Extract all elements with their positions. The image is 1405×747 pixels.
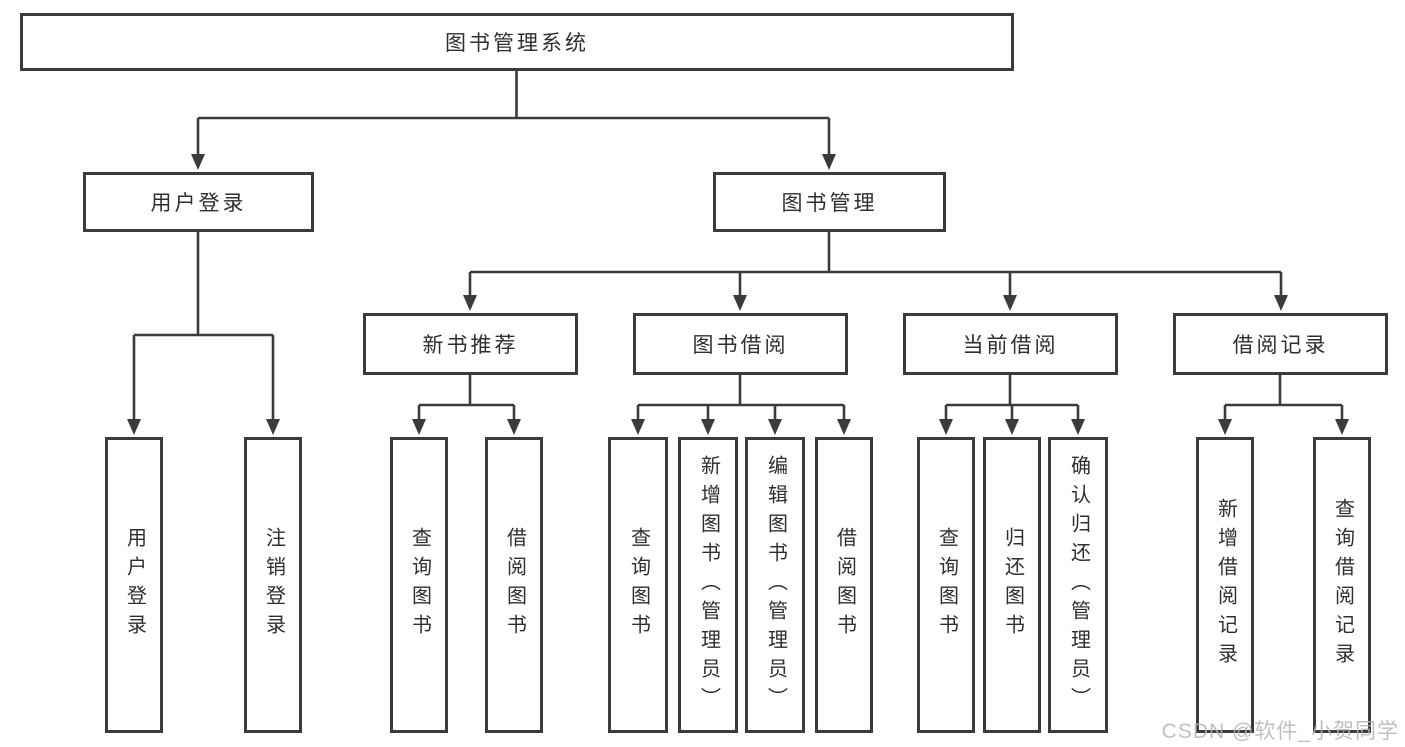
node-label: 新书推荐 <box>422 334 519 357</box>
arrow-down-icon <box>1071 419 1085 435</box>
arrow-down-icon <box>1003 295 1017 311</box>
leaf-query-books-current: 查询图书 <box>917 437 975 733</box>
arrow-down-icon <box>412 419 426 435</box>
leaf-label: 确认归还（管理员） <box>1067 454 1090 716</box>
arrow-down-icon <box>191 154 205 170</box>
leaf-user-login: 用户登录 <box>105 437 163 733</box>
leaf-query-books-recommend: 查询图书 <box>390 437 448 733</box>
leaf-label: 用户登录 <box>123 527 146 643</box>
node-label: 用户登录 <box>150 192 247 215</box>
arrow-down-icon <box>837 419 851 435</box>
connector-group-book-management <box>463 232 1288 311</box>
leaf-label: 归还图书 <box>1001 527 1024 643</box>
leaf-label: 查询图书 <box>408 527 431 643</box>
arrow-down-icon <box>507 419 521 435</box>
leaf-label: 借阅图书 <box>503 527 526 643</box>
connector-path <box>196 70 831 156</box>
node-label: 当前借阅 <box>962 334 1059 357</box>
arrow-down-icon <box>701 419 715 435</box>
connector-group-current-borrow <box>939 375 1085 435</box>
connector-group-user-login <box>127 232 280 435</box>
arrow-down-icon <box>1274 295 1288 311</box>
arrow-down-icon <box>1005 419 1019 435</box>
node-current-borrow: 当前借阅 <box>903 313 1118 375</box>
leaf-query-books-borrow: 查询图书 <box>608 437 668 733</box>
node-label: 图书管理 <box>781 192 878 215</box>
connector-path <box>468 232 1283 297</box>
leaf-confirm-return-admin: 确认归还（管理员） <box>1048 437 1108 733</box>
leaf-label: 新增借阅记录 <box>1214 498 1237 672</box>
connector-path <box>132 232 275 421</box>
leaf-borrow-books-recommend: 借阅图书 <box>485 437 543 733</box>
connector-path <box>1223 375 1344 421</box>
leaf-label: 查询图书 <box>627 527 650 643</box>
leaf-label: 查询借阅记录 <box>1331 498 1354 672</box>
arrow-down-icon <box>1218 419 1232 435</box>
connector-group-borrow-records <box>1218 375 1349 435</box>
arrow-down-icon <box>768 419 782 435</box>
node-system-root: 图书管理系统 <box>20 13 1014 71</box>
leaf-return-books: 归还图书 <box>983 437 1041 733</box>
leaf-edit-books-admin: 编辑图书（管理员） <box>745 437 805 733</box>
leaf-query-borrow-record: 查询借阅记录 <box>1313 437 1371 733</box>
connector-group-book-borrow <box>631 375 851 435</box>
arrow-down-icon <box>127 419 141 435</box>
arrow-down-icon <box>1335 419 1349 435</box>
leaf-borrow-books: 借阅图书 <box>815 437 873 733</box>
node-label: 图书管理系统 <box>445 32 589 55</box>
connector-group-new-book <box>412 375 521 435</box>
connector-path <box>417 375 516 421</box>
arrow-down-icon <box>733 295 747 311</box>
arrow-down-icon <box>822 154 836 170</box>
leaf-label: 查询图书 <box>935 527 958 643</box>
node-user-login: 用户登录 <box>83 172 314 232</box>
node-book-management: 图书管理 <box>713 172 946 232</box>
leaf-logout: 注销登录 <box>244 437 302 733</box>
leaf-add-books-admin: 新增图书（管理员） <box>678 437 738 733</box>
node-book-borrow: 图书借阅 <box>633 313 848 375</box>
leaf-add-borrow-record: 新增借阅记录 <box>1196 437 1254 733</box>
connector-group-root <box>191 70 836 170</box>
node-new-book-recommend: 新书推荐 <box>363 313 578 375</box>
node-label: 图书借阅 <box>692 334 789 357</box>
csdn-watermark: CSDN @软件_小贺同学 <box>1161 720 1399 743</box>
leaf-label: 注销登录 <box>262 527 285 643</box>
arrow-down-icon <box>266 419 280 435</box>
arrow-down-icon <box>939 419 953 435</box>
node-borrow-records: 借阅记录 <box>1173 313 1388 375</box>
leaf-label: 编辑图书（管理员） <box>764 454 787 716</box>
connector-path <box>636 375 846 421</box>
leaf-label: 新增图书（管理员） <box>697 454 720 716</box>
arrow-down-icon <box>631 419 645 435</box>
arrow-down-icon <box>463 295 477 311</box>
node-label: 借阅记录 <box>1232 334 1329 357</box>
leaf-label: 借阅图书 <box>833 527 856 643</box>
connector-path <box>944 375 1080 421</box>
